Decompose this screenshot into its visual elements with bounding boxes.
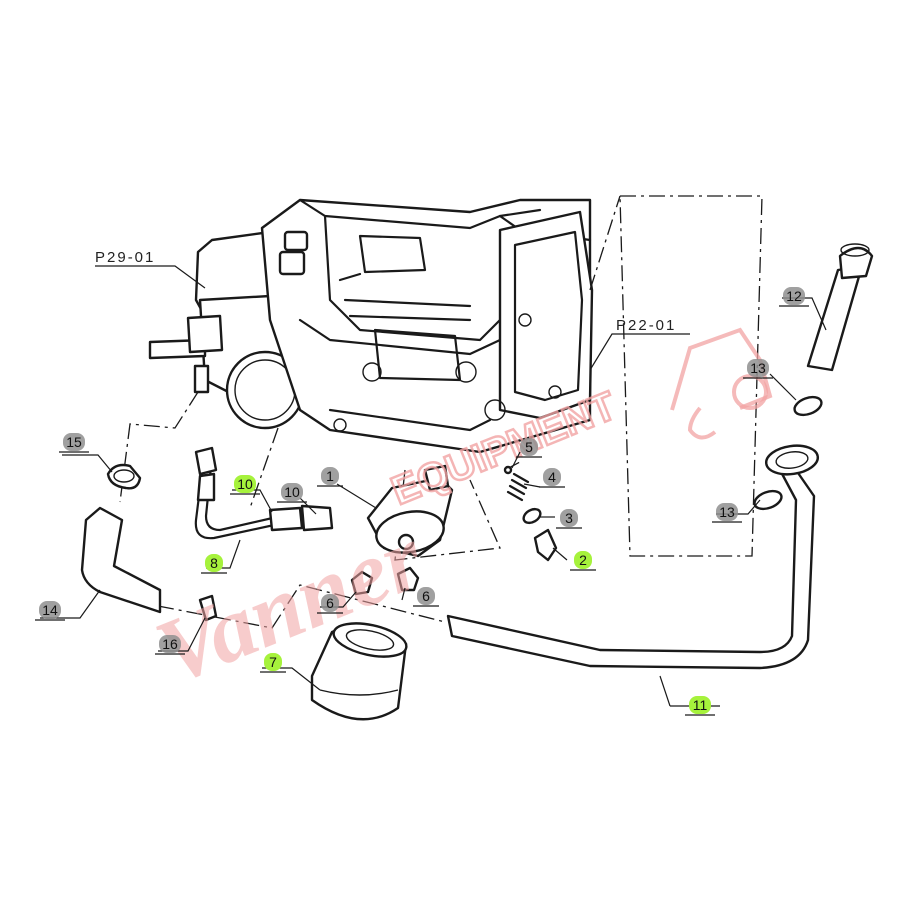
callout-badge — [63, 433, 85, 451]
callout-badge — [574, 551, 592, 569]
callout-c5: 5 — [516, 438, 542, 458]
callout-badge — [747, 359, 769, 377]
callout-c13a: 13 — [743, 359, 773, 379]
callout-c13b: 13 — [712, 503, 742, 523]
transmission-housing — [148, 198, 594, 454]
callout-c14: 14 — [35, 601, 65, 621]
callout-number: 12 — [786, 288, 802, 304]
callout-c6b: 6 — [413, 587, 439, 607]
callout-number: 15 — [66, 434, 82, 450]
callout-c8: 8 — [201, 554, 227, 574]
callout-number: 13 — [750, 360, 766, 376]
callout-badge — [281, 483, 303, 501]
callout-badge — [560, 509, 578, 527]
callout-c12: 12 — [779, 287, 809, 307]
callout-number: 6 — [422, 588, 430, 604]
hose-clamp — [106, 463, 142, 490]
filler-tube — [806, 243, 874, 372]
callout-badge — [39, 601, 61, 619]
callout-c7: 7 — [260, 653, 286, 673]
callout-number: 2 — [579, 552, 587, 568]
callout-number: 8 — [210, 555, 218, 571]
callout-number: 16 — [162, 636, 178, 652]
callout-number: 14 — [42, 602, 58, 618]
svg-text:P29-01: P29-01 — [95, 249, 155, 266]
callout-number: 6 — [326, 595, 334, 611]
suction-hose — [80, 506, 162, 614]
callout-number: 11 — [693, 697, 708, 713]
callout-number: 3 — [565, 510, 573, 526]
oil-pipe-assembly — [194, 446, 334, 540]
callout-badge — [205, 554, 223, 572]
callout-c3: 3 — [556, 509, 582, 529]
callout-number: 10 — [284, 484, 300, 500]
callout-badge — [417, 587, 435, 605]
return-pipe — [446, 395, 823, 670]
callout-badge — [234, 475, 256, 493]
callout-badge — [689, 696, 711, 714]
callout-c10b: 10 — [277, 483, 307, 503]
oil-filter — [310, 622, 408, 721]
callout-c1: 1 — [317, 467, 343, 487]
callout-number: 13 — [719, 504, 735, 520]
callout-badge — [520, 438, 538, 456]
callout-badge — [321, 594, 339, 612]
callout-badge — [159, 635, 181, 653]
callout-c2: 2 — [570, 551, 596, 571]
callout-number: 10 — [237, 476, 253, 492]
callout-badge — [264, 653, 282, 671]
callout-badge — [543, 468, 561, 486]
assembly-label-p22: P22-01 — [589, 317, 690, 371]
callout-c11: 11 — [685, 696, 715, 716]
assembly-label-p29: P29-01 — [95, 249, 206, 289]
callout-badge — [716, 503, 738, 521]
callout-number: 1 — [326, 468, 334, 484]
callout-number: 4 — [548, 469, 556, 485]
callout-c6a: 6 — [317, 594, 343, 614]
callout-c15: 15 — [59, 433, 89, 453]
callout-number: 7 — [269, 654, 277, 670]
callout-badge — [321, 467, 339, 485]
filter-head — [366, 464, 454, 558]
bolts-and-fittings — [198, 465, 558, 622]
callout-c10a: 10 — [230, 475, 260, 495]
callout-badge — [783, 287, 805, 305]
callout-number: 5 — [525, 439, 533, 455]
svg-text:P22-01: P22-01 — [616, 317, 676, 334]
callout-c16: 16 — [155, 635, 185, 655]
callout-c4: 4 — [539, 468, 565, 488]
